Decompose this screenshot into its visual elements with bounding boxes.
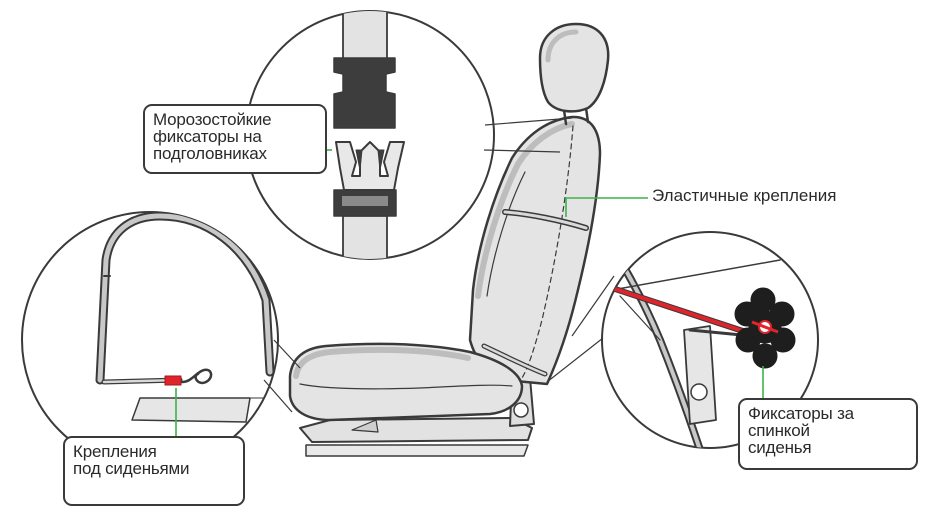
back-bracket (683, 325, 717, 425)
callout-back-fasteners: Фиксаторы за спинкой сиденья (738, 398, 918, 470)
seat-base (299, 417, 533, 443)
callout-under-seat-line-1: Крепления (73, 442, 157, 461)
seat-cushion (288, 342, 524, 422)
callout-under-seat-line-2: под сиденьями (73, 459, 190, 478)
under-seat-hook (180, 368, 213, 385)
callout-back-line-2: спинкой (748, 421, 810, 440)
callout-back-line-3: сиденья (748, 438, 812, 457)
backrest-seam (521, 125, 574, 379)
callout-headrest-line-3: подголовниках (153, 144, 267, 163)
leader-lines (175, 149, 764, 436)
label-elastic-mounts: Эластичные крепления (652, 186, 837, 205)
seat-floor-rail (305, 444, 529, 457)
backrest (468, 115, 602, 386)
backrest-side-bolster (475, 121, 575, 299)
male-buckle (335, 141, 405, 191)
callout-headrest-fasteners: Морозостойкие фиксаторы на подголовниках (143, 104, 327, 174)
leader-elastic (565, 197, 648, 217)
back-rosette-fastener (734, 287, 796, 369)
under-seat-detail (21, 211, 279, 469)
callout-headrest-line-2: фиксаторы на (153, 127, 262, 146)
under-seat-red-strap (164, 375, 182, 386)
callout-back-line-1: Фиксаторы за (748, 404, 854, 423)
headrest (538, 22, 610, 113)
back-detail (601, 231, 819, 449)
callout-headrest-line-1: Морозостойкие (153, 110, 272, 129)
headrest-detail (245, 10, 495, 260)
lower-webbing (342, 215, 388, 259)
female-buckle (333, 57, 396, 129)
seat-illustration (288, 22, 610, 457)
upper-webbing (342, 11, 388, 61)
callout-under-seat-mounts: Крепления под сиденьями (63, 436, 245, 506)
